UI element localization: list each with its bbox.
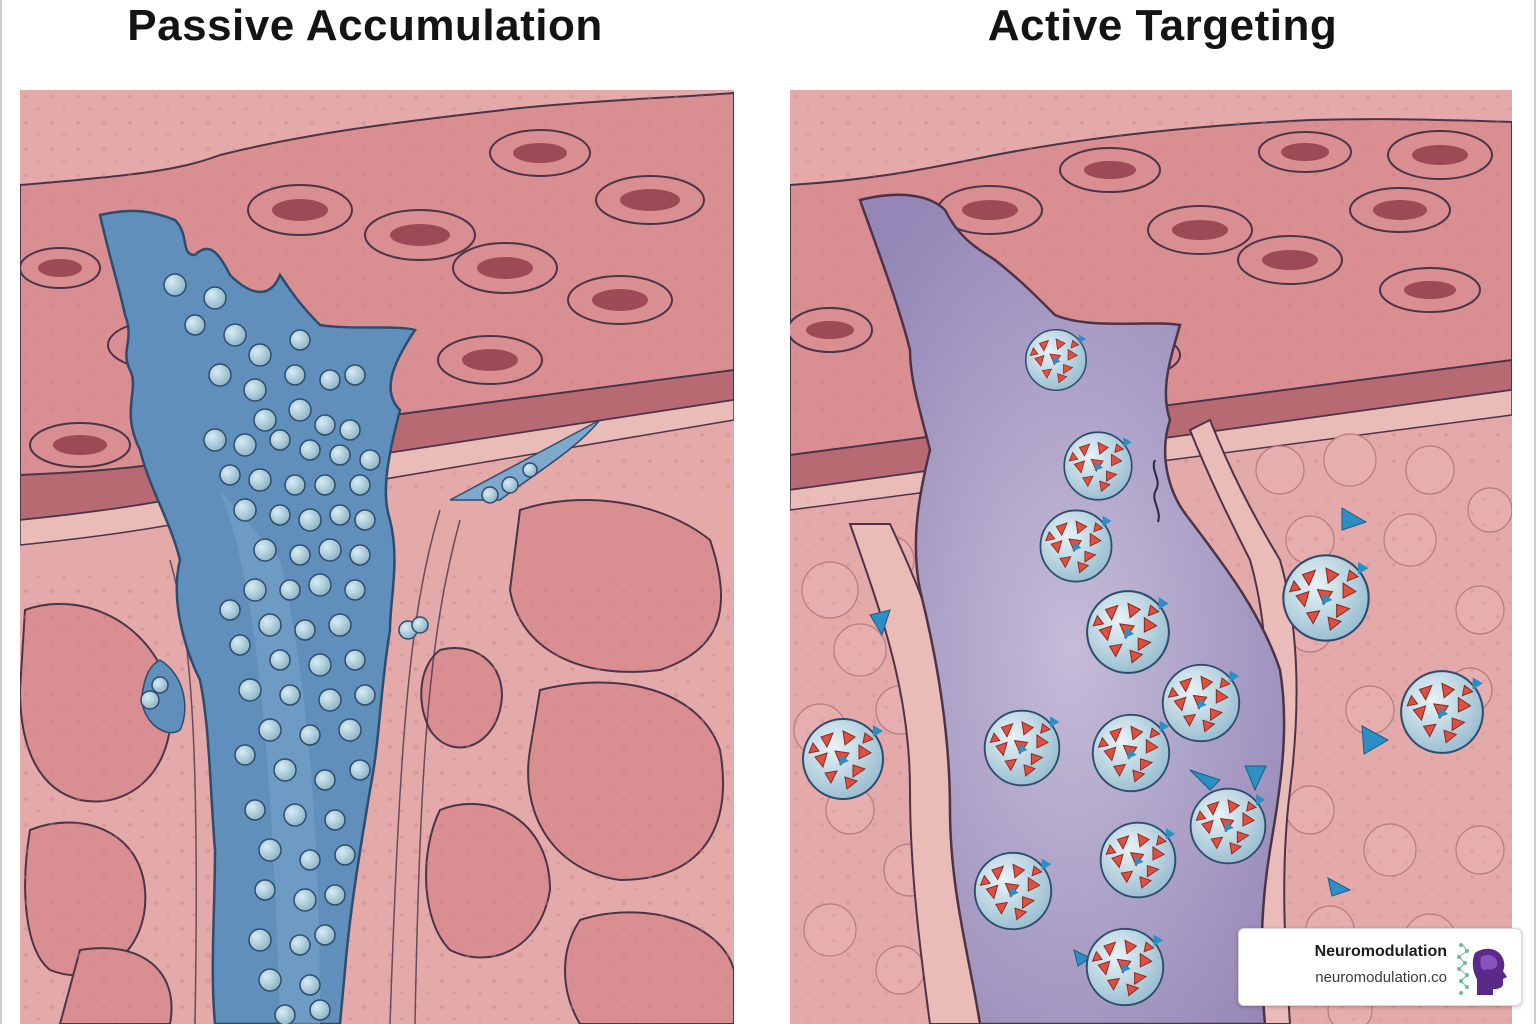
panel-title-active: Active Targeting — [987, 1, 1338, 50]
watermark-url[interactable]: neuromodulation.co — [1315, 969, 1447, 986]
panel-title-passive: Passive Accumulation — [127, 1, 603, 50]
nanoparticle-group-passive — [140, 273, 538, 1024]
free-targeting-ligands — [869, 507, 1390, 967]
brain-profile-logo-icon — [1457, 943, 1507, 995]
active-targeting-illustration — [790, 90, 1512, 1024]
watermark-card[interactable]: Neuromodulation neuromodulation.co — [1238, 928, 1522, 1006]
watermark-name: Neuromodulation — [1314, 943, 1447, 960]
passive-accumulation-illustration — [20, 90, 734, 1024]
